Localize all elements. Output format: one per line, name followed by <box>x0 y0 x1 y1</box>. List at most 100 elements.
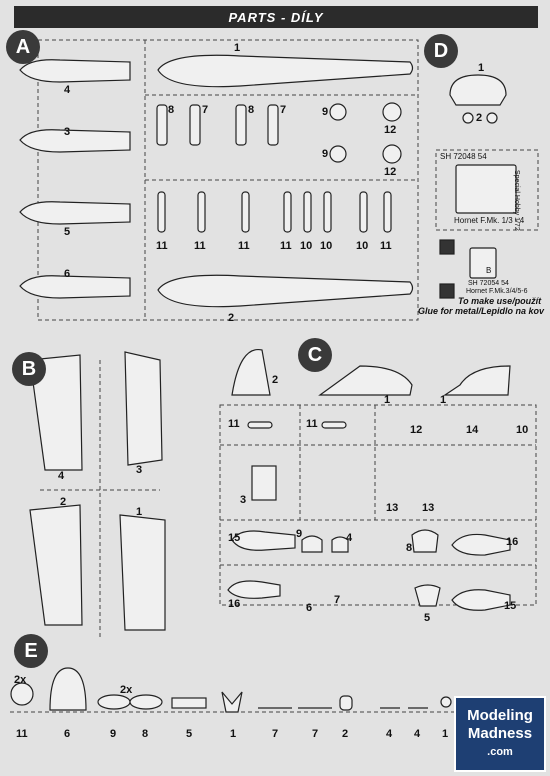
part-c-11b <box>321 421 347 429</box>
wheel-12 <box>382 102 402 122</box>
stores-11d <box>283 191 292 233</box>
part-label: 7 <box>312 728 319 740</box>
fin-2 <box>231 348 271 396</box>
part-label: 5 <box>64 226 71 238</box>
stores-11 <box>157 191 166 233</box>
stores-11e <box>383 191 392 233</box>
part-label: 13 <box>386 502 399 514</box>
part-label: 13 <box>422 502 435 514</box>
section-c-marker: C <box>298 338 332 372</box>
nacelle-6 <box>19 275 131 299</box>
pe-fret-frame <box>435 149 539 231</box>
part-label: 11 <box>156 240 168 252</box>
seat-3 <box>251 465 277 501</box>
wing-3 <box>124 351 163 466</box>
part-label: 5 <box>424 612 431 624</box>
part-label: 2 <box>272 374 279 386</box>
glue-note-2: Glue for metal/Lepidlo na kov <box>418 306 545 316</box>
pe-code-2: SH 72054 54 <box>468 280 509 287</box>
section-b-marker: B <box>12 352 46 386</box>
fuselage-half-2 <box>157 274 414 308</box>
canopy-e-6 <box>49 667 87 711</box>
part-label: 12 <box>384 166 397 178</box>
watermark-logo: Modeling Madness .com <box>454 696 546 772</box>
sprue-c-frame <box>219 404 537 606</box>
part-label: 2 <box>342 728 349 740</box>
panel-7b <box>267 104 279 146</box>
fuselage-half-1 <box>157 54 414 88</box>
part-label: 16 <box>228 598 241 610</box>
drop-tank-16b <box>227 580 281 599</box>
part-label: 4 <box>64 84 71 96</box>
nacelle-5 <box>19 201 131 225</box>
pe-caption: Hornet F.Mk. 1/3 - 4 <box>454 216 525 225</box>
part-label: 5 <box>186 728 193 740</box>
pe-code: SH 72048 54 <box>440 152 487 161</box>
part-label: 1 <box>442 728 449 740</box>
part-c-5 <box>414 584 441 607</box>
spinner-9b <box>329 145 347 163</box>
part-label: 11 <box>306 418 318 430</box>
section-d-marker: D <box>424 34 458 68</box>
part-label: 12 <box>410 424 423 436</box>
drop-tank-15b <box>451 589 511 611</box>
page-title: PARTS - DÍLY <box>14 6 538 28</box>
part-label: 11 <box>280 240 292 252</box>
part-label: 2 <box>476 112 483 124</box>
part-label: 9 <box>322 106 329 118</box>
part-label: 1 <box>230 728 237 740</box>
watermark-line-3: .com <box>487 746 513 758</box>
section-e-marker: E <box>14 634 48 668</box>
part-label: 3 <box>240 494 247 506</box>
glue-note: To make use/použít <box>458 296 542 306</box>
stores-10b <box>323 191 332 233</box>
part-label: 7 <box>202 104 209 116</box>
part-label: 1 <box>234 42 241 54</box>
glue-icon-2 <box>439 283 455 299</box>
part-e-2 <box>339 695 353 711</box>
multiplier-label-2: 2x <box>120 684 133 696</box>
part-label: 4 <box>414 728 421 740</box>
multiplier-label: 2x <box>14 674 27 686</box>
part-label: 9 <box>110 728 117 740</box>
part-label: 11 <box>380 240 392 252</box>
lens-d-2 <box>462 112 474 124</box>
nacelle-3 <box>19 129 131 153</box>
part-label: 8 <box>248 104 255 116</box>
part-label: 8 <box>142 728 149 740</box>
panel-8b <box>235 104 247 146</box>
part-label: 10 <box>300 240 313 252</box>
part-label: 7 <box>272 728 279 740</box>
wheel-12b <box>382 144 402 164</box>
pe-caption-2: Hornet F.Mk.3/4/5-6 <box>466 288 528 295</box>
part-label: 8 <box>406 542 413 554</box>
tailplane-1 <box>318 365 413 396</box>
part-label: 10 <box>516 424 529 436</box>
part-label: 1 <box>440 394 447 406</box>
nacelle-4 <box>19 59 131 83</box>
part-label: 7 <box>334 594 341 606</box>
watermark-line-2: Madness <box>467 725 533 742</box>
part-label: 4 <box>346 532 353 544</box>
drop-tank-15 <box>231 530 296 551</box>
wing-2 <box>29 504 83 626</box>
part-label: 6 <box>64 728 71 740</box>
part-label: 15 <box>504 600 517 612</box>
glue-icon-1 <box>439 239 455 255</box>
lens-d-2b <box>486 112 498 124</box>
stores-10 <box>303 191 312 233</box>
canopy-d-1 <box>449 74 507 106</box>
part-label: 9 <box>322 148 329 160</box>
part-c-9 <box>301 535 323 553</box>
pe-part-label: B <box>486 266 492 275</box>
part-label: 4 <box>386 728 393 740</box>
panel-8 <box>156 104 168 146</box>
pe-fret <box>455 164 517 214</box>
part-label: 12 <box>384 124 397 136</box>
spinner-9 <box>329 103 347 121</box>
pe-part-b <box>469 247 497 279</box>
part-c-11 <box>247 421 273 429</box>
part-e-1b <box>440 696 452 708</box>
